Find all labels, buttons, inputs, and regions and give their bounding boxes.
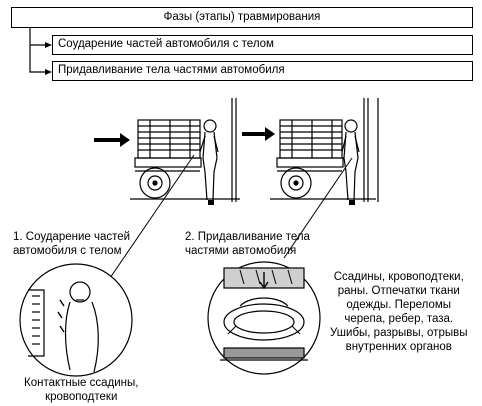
truck-1 bbox=[94, 119, 240, 200]
detail-circle-compression bbox=[207, 261, 321, 375]
title-box: Фазы (этапы) травмирования bbox=[11, 7, 473, 28]
leader-lines bbox=[109, 154, 353, 279]
phase-box-compression: Придавливание тела частями автомобиля bbox=[52, 61, 473, 81]
injuries-compression-caption: Ссадины, кровоподтеки, раны. Отпечатки т… bbox=[330, 271, 468, 353]
pedestrian-1 bbox=[199, 119, 219, 205]
phase1-caption: 1. Соударение частей автомобиля с телом bbox=[13, 231, 131, 257]
wall-2 bbox=[363, 98, 379, 202]
detail-circle-contact bbox=[19, 263, 133, 377]
phase2-caption: 2. Придавливание тела частями автомобиля bbox=[185, 231, 310, 257]
tree-connector bbox=[29, 28, 52, 75]
diagram-title: Фазы (этапы) травмирования bbox=[163, 10, 321, 23]
pedestrian-2 bbox=[341, 119, 360, 205]
phase-label-collision: Соударение частей автомобиля с телом bbox=[58, 38, 274, 51]
wall-1 bbox=[231, 98, 237, 202]
truck-2 bbox=[242, 119, 376, 200]
injuries-contact-caption: Контактные ссадины, кровоподтеки bbox=[24, 377, 139, 403]
phase-box-collision: Соударение частей автомобиля с телом bbox=[52, 35, 473, 55]
phase-label-compression: Придавливание тела частями автомобиля bbox=[58, 64, 285, 77]
